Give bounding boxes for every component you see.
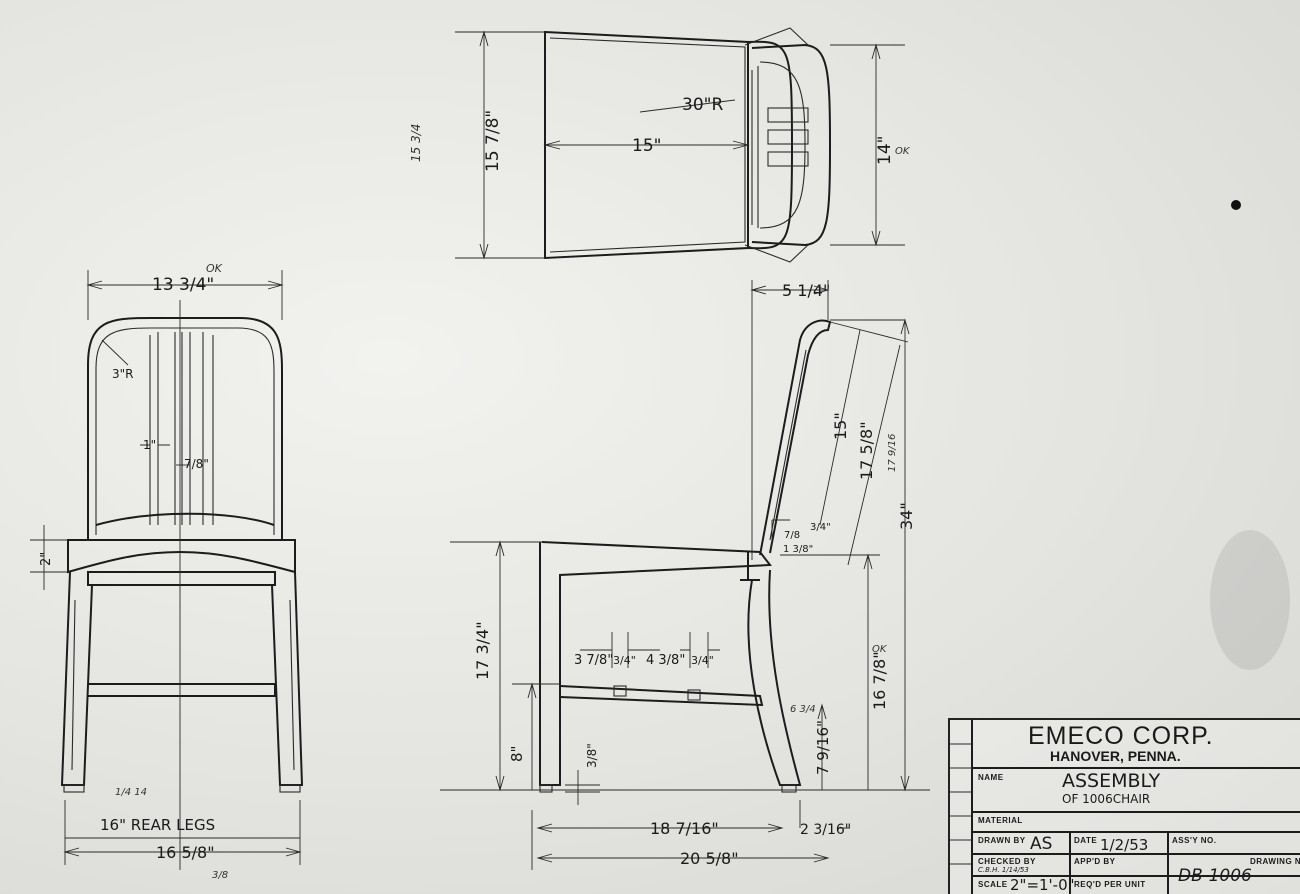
company-location: HANOVER, PENNA. bbox=[1050, 748, 1181, 764]
drawing-no-value: DB-1006 bbox=[1178, 866, 1252, 886]
rear-seat-label: 16 7/8" bbox=[870, 651, 889, 710]
slat-width-label: 1" bbox=[143, 438, 156, 452]
rear-height-label: 7 9/16" bbox=[814, 720, 832, 775]
top-offset-label: 5 1/4" bbox=[782, 281, 830, 300]
drawing-name-sub: OF 1006CHAIR bbox=[1062, 792, 1151, 806]
depth-b-label: 2 3/16" bbox=[800, 822, 851, 838]
company-name: EMECO CORP. bbox=[1028, 722, 1214, 750]
stretcher-b-label: 3/4" bbox=[613, 654, 636, 667]
rear-legs-note: 1/4 14 bbox=[115, 787, 147, 798]
base-width-note: 3/8 bbox=[212, 870, 228, 881]
stretcher-a-label: 3 7/8" bbox=[574, 653, 613, 668]
top-right-label: 14" bbox=[875, 136, 895, 165]
stain-mark bbox=[1210, 530, 1290, 670]
date-label: DATE bbox=[1074, 836, 1098, 845]
side-view bbox=[440, 280, 930, 870]
back-small-c-label: 3/4" bbox=[810, 522, 831, 533]
name-label: NAME bbox=[978, 773, 1004, 782]
drawing-no-label: DRAWING NO. bbox=[1250, 857, 1300, 866]
slat-gap-label: 7/8" bbox=[184, 457, 209, 471]
drawing-name: ASSEMBLY bbox=[1062, 770, 1161, 792]
stretcher-c-label: 4 3/8" bbox=[646, 653, 685, 668]
material-label: MATERIAL bbox=[978, 816, 1023, 825]
back-17-label: 17 5/8" bbox=[857, 421, 876, 480]
checked-by-value: C.B.H. 1/14/53 bbox=[978, 866, 1029, 874]
apron-label: 2" bbox=[39, 552, 54, 566]
rear-height-note: 6 3/4 bbox=[790, 704, 816, 715]
reqd-label: REQ'D PER UNIT bbox=[1074, 880, 1146, 889]
scale-label: SCALE bbox=[978, 880, 1008, 889]
rear-legs-label: 16" REAR LEGS bbox=[100, 816, 215, 834]
top-depth-note: 15 3/4 bbox=[409, 124, 423, 162]
overall-depth-label: 20 5/8" bbox=[680, 849, 739, 868]
drawn-by-label: DRAWN BY bbox=[978, 836, 1026, 845]
back-small-b-label: 1 3/8" bbox=[783, 544, 813, 555]
title-block-grid bbox=[950, 720, 1300, 894]
drawn-by-value: AS bbox=[1030, 834, 1053, 854]
title-block: EMECO CORP. HANOVER, PENNA. NAME ASSEMBL… bbox=[948, 718, 1300, 894]
seat-height-label: 17 3/4" bbox=[473, 621, 492, 680]
rear-seat-note: OK bbox=[872, 644, 888, 655]
scale-value: 2"=1'-0" bbox=[1010, 876, 1075, 894]
depth-a-label: 18 7/16" bbox=[650, 819, 719, 838]
top-radius-label: 30"R bbox=[682, 95, 723, 115]
front-width-label: 13 3/4" bbox=[152, 275, 214, 295]
glide-label: 3/8" bbox=[585, 743, 599, 768]
assy-label: ASS'Y NO. bbox=[1172, 836, 1217, 845]
base-width-label: 16 5/8" bbox=[156, 843, 215, 862]
front-radius-label: 3"R bbox=[112, 367, 134, 381]
top-width-label: 15" bbox=[632, 136, 661, 156]
front-view bbox=[30, 270, 304, 870]
top-depth-label: 15 7/8" bbox=[483, 110, 503, 172]
back-17-note: 17 9/16 bbox=[887, 434, 898, 472]
appd-by-label: APP'D BY bbox=[1074, 857, 1116, 866]
back-small-a-label: 7/8 bbox=[784, 530, 800, 541]
date-value: 1/2/53 bbox=[1100, 836, 1149, 854]
front-width-note: OK bbox=[206, 262, 223, 275]
overall-height-label: 34" bbox=[897, 502, 916, 530]
checked-by-label: CHECKED BY bbox=[978, 857, 1036, 866]
back-15-label: 15" bbox=[831, 412, 850, 440]
top-view bbox=[455, 27, 905, 263]
stretcher-height-label: 8" bbox=[508, 746, 526, 762]
ink-dot bbox=[1231, 200, 1241, 210]
top-right-note: OK bbox=[895, 146, 911, 157]
stretcher-d-label: 3/4" bbox=[691, 654, 714, 667]
